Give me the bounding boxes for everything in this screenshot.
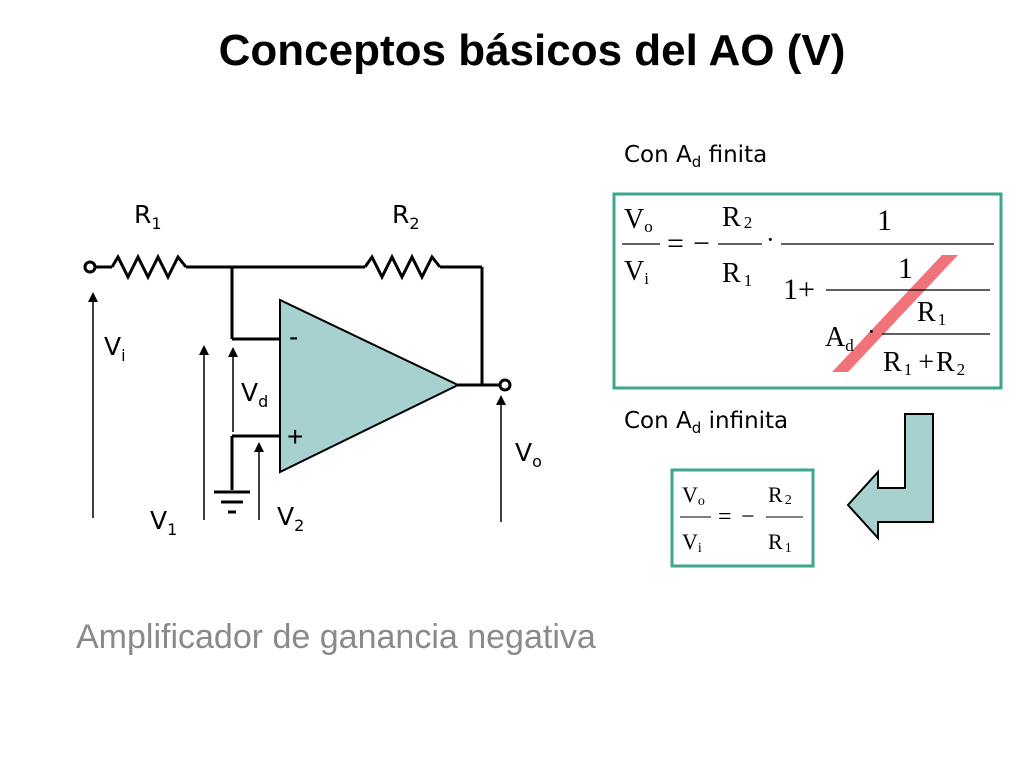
label-vo: Vo [515,438,542,471]
f2-lhs-den: Vi [682,529,702,556]
f1-minus: − [693,227,710,260]
opamp-minus-sign: - [289,321,299,352]
formula-finite-box [612,192,1003,390]
caption-finite-sub: d [691,153,702,171]
formula-infinite-box [670,468,815,568]
f1-lhs-den: Vi [624,256,649,288]
f1-one-plus: 1+ [783,273,815,306]
slide-subtitle: Amplificador de ganancia negativa [76,618,596,656]
circuit-schematic [83,253,500,490]
input-terminal [83,260,97,274]
output-terminal [498,378,512,392]
label-v1: V1 [150,506,178,539]
voltage-arrows [88,292,506,522]
f1-lhs-num: Vo [624,204,653,236]
slide-title: Conceptos básicos del AO (V) [218,26,846,75]
caption-infinite-sub: d [691,419,702,437]
label-vd: Vd [241,378,269,411]
f1-ad: Ad [825,322,854,355]
caption-infinite-rest: infinita [701,408,789,434]
label-vi: Vi [104,332,126,365]
opamp-triangle [279,298,461,474]
f2-equals: = [718,504,732,530]
caption-infinite-gain: Con Ad infinita [624,408,788,437]
bent-arrow-icon [846,413,934,541]
f2-minus: − [741,504,755,530]
f1-one-top: 1 [877,204,892,237]
strike-through-band [832,255,958,372]
caption-infinite-text: Con A [624,408,692,434]
ground-icon [214,490,250,514]
f1-dot2: · [867,317,876,346]
caption-finite-rest: finita [701,142,768,168]
opamp-plus-sign: + [287,421,304,452]
caption-finite-text: Con A [624,142,692,168]
f1-equals: = [667,227,684,260]
label-r2: R2 [392,200,420,233]
f1-one-inner: 1 [898,252,913,285]
label-v2: V2 [277,502,305,535]
f2-lhs-num: Vo [682,482,705,509]
resistor-r2 [363,253,442,281]
f1-dot: · [766,225,775,254]
label-r1: R1 [134,200,162,233]
resistor-r1 [110,253,188,281]
caption-finite-gain: Con Ad finita [624,142,767,171]
